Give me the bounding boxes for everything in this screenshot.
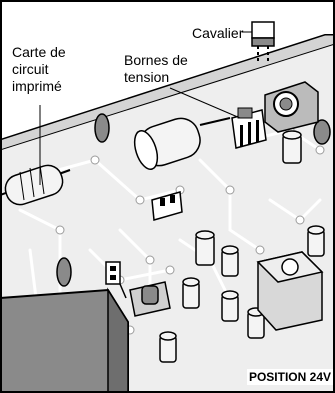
resistor bbox=[0, 164, 71, 206]
small-capacitors bbox=[159, 130, 325, 363]
potentiometer bbox=[264, 81, 319, 133]
header-connector bbox=[151, 191, 183, 221]
circuit-board-label: Carte de circuit imprimé bbox=[12, 44, 66, 94]
leader-lines bbox=[39, 31, 252, 185]
voltage-terminals bbox=[231, 107, 267, 149]
trimmer bbox=[256, 251, 324, 331]
jumper-label: Cavalier bbox=[192, 25, 244, 41]
jumper bbox=[251, 21, 275, 62]
electrolytic-capacitor bbox=[133, 117, 231, 171]
position-label: POSITION 24V bbox=[246, 369, 333, 385]
push-button bbox=[129, 281, 171, 317]
relay-block bbox=[0, 287, 129, 393]
small-header bbox=[105, 261, 127, 299]
through-hole-components bbox=[56, 113, 331, 287]
voltage-terminals-label: Bornes de tension bbox=[124, 52, 188, 85]
